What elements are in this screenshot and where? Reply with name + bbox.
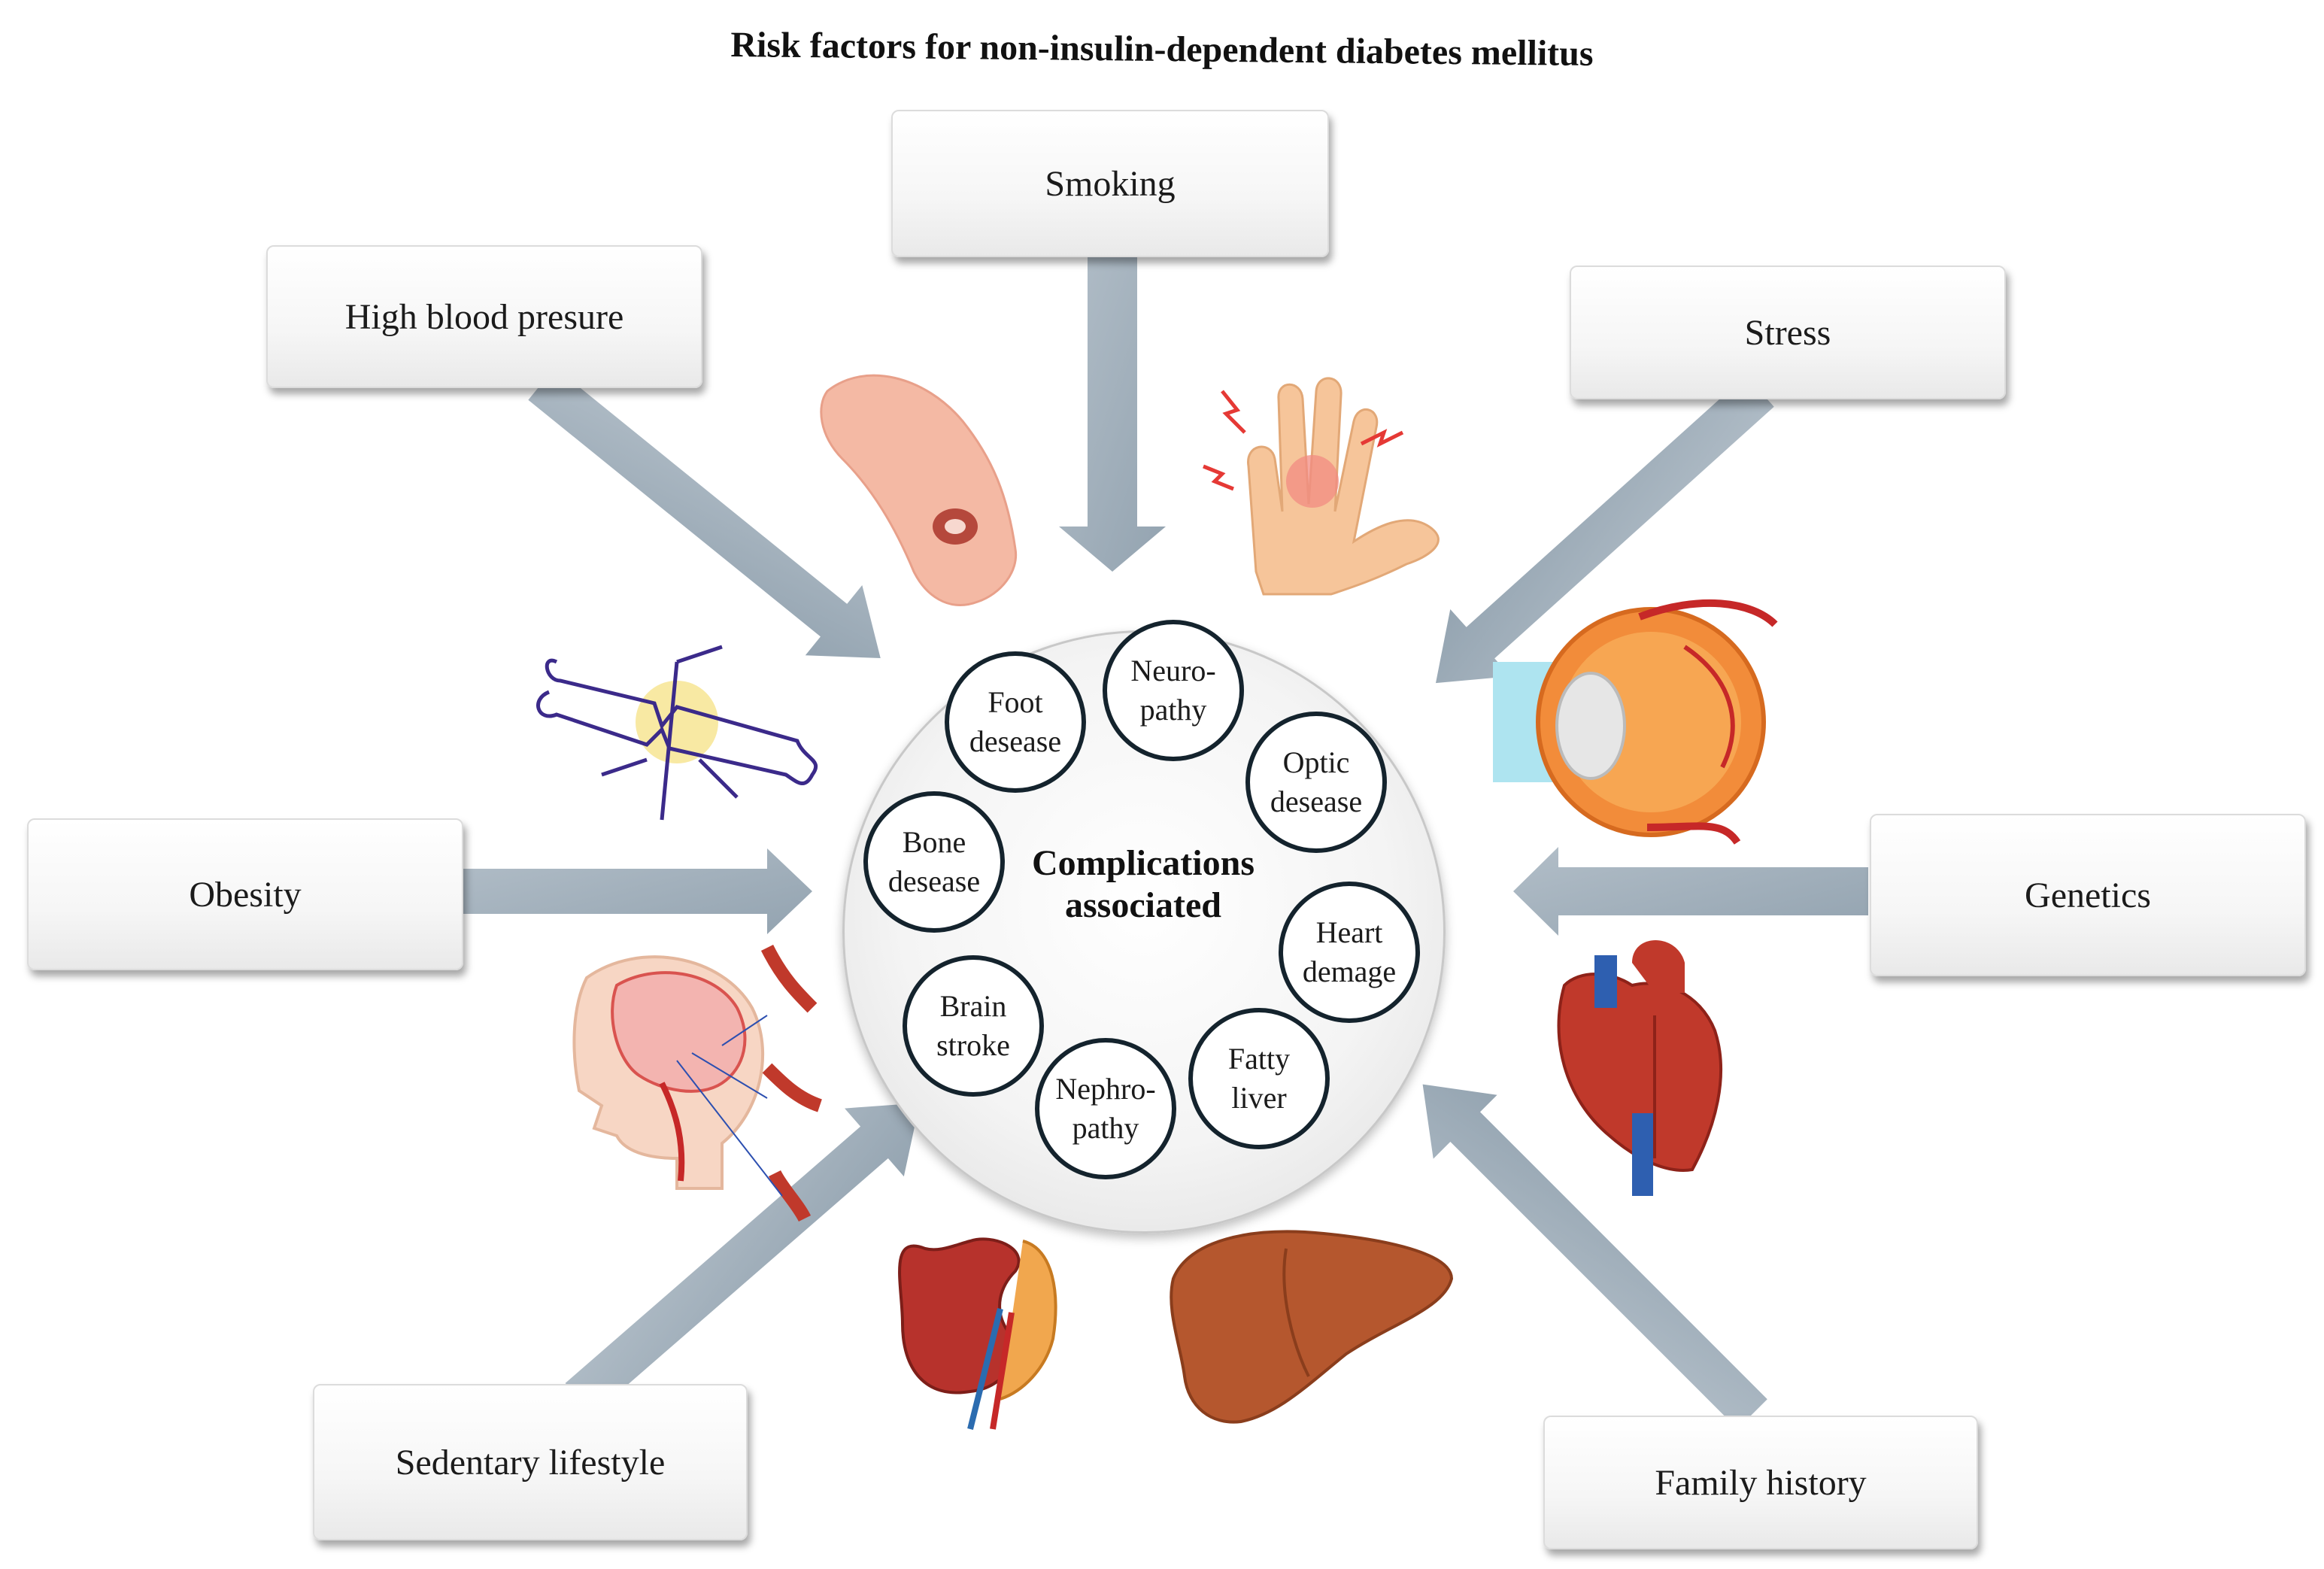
stress-arrow xyxy=(1435,375,1774,684)
kidney-icon xyxy=(898,1237,1057,1430)
complication-brain-stroke: Brain stroke xyxy=(903,955,1044,1097)
complication-label: Bone xyxy=(902,825,966,859)
risk-factor-label: Stress xyxy=(1744,312,1831,353)
risk-factor-stress: Stress xyxy=(1570,266,2006,399)
risk-factor-label: Smoking xyxy=(1045,163,1176,204)
complication-label: Optic xyxy=(1282,745,1350,779)
complication-label: liver xyxy=(1231,1081,1287,1115)
brain-vessels-icon xyxy=(572,944,823,1222)
complication-label: desease xyxy=(887,864,981,898)
complication-label: Nephro- xyxy=(1055,1072,1156,1106)
complication-fatty-liver: Fatty liver xyxy=(1188,1008,1330,1149)
complication-label: stroke xyxy=(936,1028,1010,1062)
complication-label: desease xyxy=(1270,784,1363,818)
complication-neuropathy: Neuro- pathy xyxy=(1103,620,1244,761)
high-blood-pressure-arrow xyxy=(528,367,881,659)
complication-nephropathy: Nephro- pathy xyxy=(1035,1038,1176,1179)
genetics-arrow xyxy=(1513,847,1868,936)
risk-factor-label: Genetics xyxy=(2025,875,2151,915)
eye-anatomy-icon xyxy=(1493,599,1778,845)
obesity-arrow xyxy=(460,848,812,934)
complications-hub-label: Complications associated xyxy=(1000,842,1286,927)
risk-factor-sedentary-lifestyle: Sedentary lifestyle xyxy=(313,1384,748,1540)
liver-icon xyxy=(1170,1230,1454,1424)
family-history-arrow xyxy=(1422,1084,1767,1429)
complication-label: pathy xyxy=(1139,693,1207,727)
hub-label-line: associated xyxy=(1065,885,1221,925)
sedentary-lifestyle-arrow xyxy=(565,1103,920,1416)
hub-label-line: Complications xyxy=(1031,843,1255,883)
complication-optic-disease: Optic desease xyxy=(1245,712,1387,853)
painful-hand-icon xyxy=(1203,377,1440,596)
complication-label: pathy xyxy=(1072,1111,1139,1145)
complication-foot-disease: Foot desease xyxy=(945,651,1086,793)
risk-factor-genetics: Genetics xyxy=(1870,814,2306,976)
heart-anatomy-icon xyxy=(1557,940,1723,1196)
complication-label: Neuro- xyxy=(1130,654,1216,687)
risk-factor-family-history: Family history xyxy=(1543,1416,1978,1549)
risk-factor-obesity: Obesity xyxy=(27,818,463,970)
risk-factor-label: High blood presure xyxy=(344,296,624,337)
risk-factor-smoking: Smoking xyxy=(891,110,1329,257)
risk-factor-high-blood-pressure: High blood presure xyxy=(266,245,702,388)
risk-factor-label: Obesity xyxy=(189,874,302,915)
broken-bone-icon xyxy=(536,645,818,821)
complication-label: demage xyxy=(1302,954,1397,988)
foot-ulcer-icon xyxy=(820,374,1018,606)
complication-label: Heart xyxy=(1315,915,1383,949)
complication-heart-damage: Heart demage xyxy=(1279,882,1420,1023)
complication-label: Fatty xyxy=(1227,1042,1291,1076)
complication-label: desease xyxy=(969,724,1062,758)
complication-label: Brain xyxy=(939,989,1007,1023)
risk-factor-label: Family history xyxy=(1655,1462,1867,1503)
complication-bone-disease: Bone desease xyxy=(863,791,1005,933)
complication-label: Foot xyxy=(988,685,1043,719)
smoking-arrow xyxy=(1059,256,1166,572)
risk-factor-label: Sedentary lifestyle xyxy=(395,1442,666,1483)
